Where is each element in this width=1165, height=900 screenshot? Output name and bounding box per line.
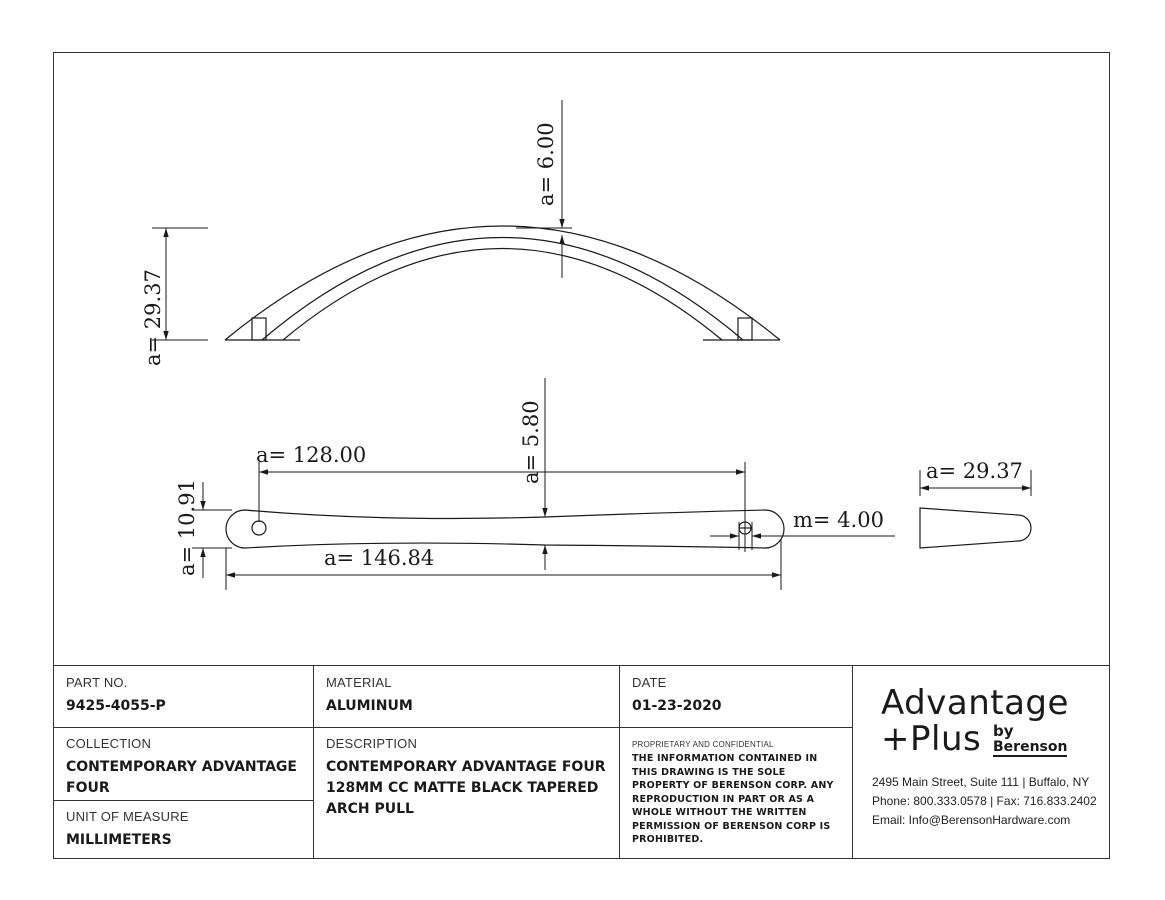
dim-side-width [919,470,1032,496]
dim-front-length [225,540,782,590]
drawing-sheet-border [53,52,1110,859]
uom-label: UNIT OF MEASURE [66,809,189,824]
dim-front-depth-label: a= 5.80 [519,400,543,484]
divider [314,727,619,728]
material-label: MATERIAL [326,675,392,690]
hole-left [251,520,267,536]
title-col-part: PART NO. 9425-4055-P COLLECTION CONTEMPO… [53,666,313,859]
title-block: PART NO. 9425-4055-P COLLECTION CONTEMPO… [53,665,1110,859]
dim-top-thickness-label: a= 6.00 [534,122,558,206]
collection-label: COLLECTION [66,736,152,751]
title-col-date: DATE 01-23-2020 PROPRIETARY AND CONFIDEN… [619,666,852,859]
arch-middle-curve [261,237,744,341]
divider [53,727,313,728]
divider [53,800,313,801]
description-value: CONTEMPORARY ADVANTAGE FOUR 128MM CC MAT… [326,759,606,817]
side-outline [919,507,1032,549]
arch-inner-curve [282,248,723,341]
logo-by: by [993,722,1014,740]
description-label: DESCRIPTION [326,736,418,751]
dim-front-height [192,482,232,578]
arch-post-right [737,317,753,341]
collection-value: CONTEMPORARY ADVANTAGE FOUR [66,759,297,796]
title-col-material: MATERIAL ALUMINUM DESCRIPTION CONTEMPORA… [313,666,619,859]
front-profile-view [225,509,785,549]
contact-phone: Phone: 800.333.0578 | Fax: 716.833.2402 [872,794,1097,808]
side-profile-view [919,507,1032,549]
contact-address: 2495 Main Street, Suite 111 | Buffalo, N… [872,775,1090,789]
dim-front-height-label: a= 10.91 [175,479,199,576]
dim-front-cc-label: a= 128.00 [256,443,366,467]
dim-front-cc [258,462,746,552]
uom-value: MILLIMETERS [66,832,172,848]
arch-profile-view [224,225,781,341]
dim-side-width-label: a= 29.37 [926,459,1023,483]
dim-front-length-label: a= 146.84 [324,546,434,570]
bar-outline [225,509,785,549]
title-col-logo: Advantage +Plus by Berenson 2495 Main St… [852,666,1110,859]
material-value: ALUMINUM [326,698,413,714]
dim-top-height-label: a= 29.37 [141,269,165,366]
arch-post-left [251,317,267,341]
divider [620,727,852,728]
part-no-value: 9425-4055-P [66,698,166,714]
date-value: 01-23-2020 [632,698,722,714]
dim-top-height [152,227,208,341]
date-label: DATE [632,675,667,690]
dim-hole-diameter-label: m= 4.00 [793,508,884,532]
logo-line1: Advantage [881,683,1069,723]
proprietary-text: THE INFORMATION CONTAINED IN THIS DRAWIN… [632,753,834,845]
dim-hole-diameter [710,522,895,550]
proprietary-label: PROPRIETARY AND CONFIDENTIAL [632,740,774,749]
logo-line2: +Plus [881,719,982,759]
dim-top-thickness [516,100,572,278]
logo-brand: Berenson [993,739,1068,757]
contact-email: Email: Info@BerensonHardware.com [872,813,1071,827]
part-no-label: PART NO. [66,675,128,690]
arch-outer-curve [224,225,781,341]
